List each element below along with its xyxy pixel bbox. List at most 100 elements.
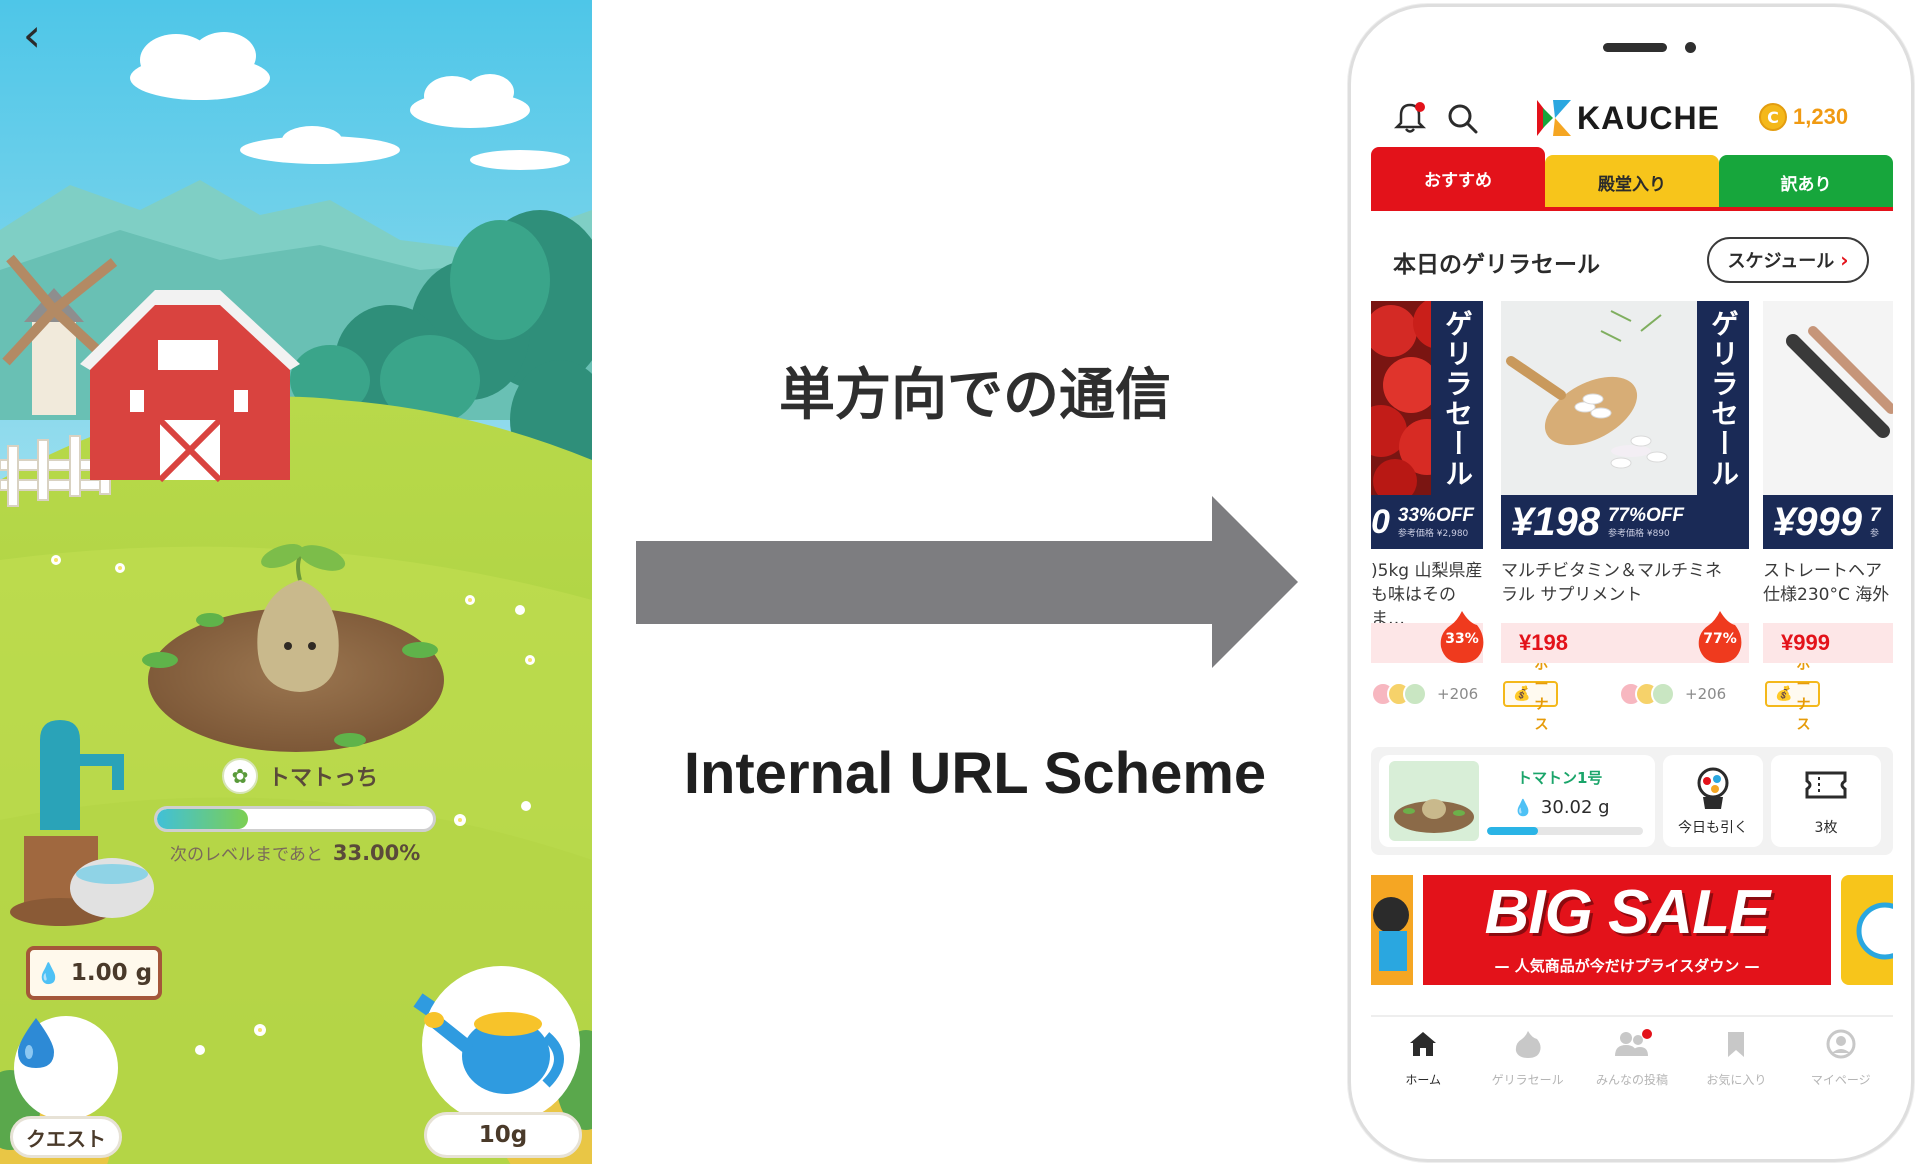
tab-underline (1371, 207, 1893, 211)
nav-label: お気に入り (1706, 1073, 1767, 1087)
nav-label: マイページ (1810, 1073, 1871, 1087)
discount-percent: 33% (1445, 631, 1479, 647)
level-caption: 次のレベルまであと (170, 845, 323, 865)
nav-item-guerrilla-sale[interactable]: ゲリラセール (1475, 1017, 1579, 1095)
section-title: 本日のゲリラセール (1393, 252, 1600, 278)
game-screen: ‹ ✿ トマトっち 次のレベルまであと 33.00% 💧 1.00 g クエスト (0, 0, 592, 1164)
banner-prev-peek[interactable] (1371, 875, 1413, 985)
schedule-label: スケジュール (1727, 251, 1835, 272)
guerrilla-sale-label: ゲリラセール (1431, 301, 1483, 497)
product-name-line-1: )5kg 山梨県産 (1371, 561, 1483, 581)
price-large: ¥999 (1773, 499, 1862, 544)
tomato-progress-bar (1487, 827, 1643, 835)
product-name-line-2: 仕様230°C 海外 (1763, 585, 1890, 605)
gacha-machine-icon (1697, 767, 1729, 809)
flame-icon (1440, 611, 1484, 663)
discount-flame-badge: 77% (1695, 609, 1745, 665)
app-header: KAUCHE C 1,230 (1371, 85, 1893, 149)
tomato-plant-name: トマトン1号 (1517, 769, 1603, 787)
product-price: ¥198 (1519, 630, 1568, 655)
farm-scene-illustration (0, 0, 592, 1164)
nav-item-home[interactable]: ホーム (1371, 1017, 1475, 1095)
price-band: 0 33%OFF 参考価格 ¥2,980 (1371, 495, 1483, 549)
participant-avatars (1371, 682, 1427, 706)
nav-label: みんなの投稿 (1595, 1073, 1668, 1087)
ticket-count: 3枚 (1814, 820, 1838, 836)
product-price: ¥999 (1781, 630, 1830, 655)
game-widgets: トマトン1号 💧 30.02 g 今日も引く (1371, 747, 1893, 855)
level-progress-fill (157, 809, 249, 829)
avatar (1651, 682, 1675, 706)
tomato-plant-widget[interactable]: トマトン1号 💧 30.02 g (1379, 755, 1655, 847)
phone-speaker (1603, 43, 1667, 52)
bonus-badge: 💰 ボーナス (1765, 657, 1821, 733)
level-progress-bar (154, 806, 436, 832)
price-large: 0 (1371, 502, 1390, 541)
watering-amount-label: 10g (424, 1112, 582, 1158)
discount-flame-badge: 33% (1437, 609, 1487, 665)
bell-icon[interactable] (1393, 101, 1427, 135)
flame-icon (1515, 1031, 1541, 1058)
url-scheme-label: Internal URL Scheme (683, 741, 1267, 806)
avatar (1403, 682, 1427, 706)
people-icon (1614, 1029, 1652, 1056)
nav-item-mypage[interactable]: マイページ (1789, 1017, 1893, 1095)
coin-icon: C (1759, 103, 1787, 131)
gacha-label: 今日も引く (1678, 820, 1748, 836)
ticket-icon (1805, 771, 1847, 799)
product-name-line-1: マルチビタミン＆マルチミネ (1501, 561, 1722, 581)
bonus-badge: 💰 ボーナス (1503, 657, 1559, 733)
participant-avatars (1619, 682, 1675, 706)
money-bag-icon: 💰 (1513, 686, 1531, 702)
clock-illustration-icon (1856, 902, 1893, 960)
product-name: ストレートヘア 仕様230°C 海外 (1763, 559, 1893, 607)
nav-label: ゲリラセール (1491, 1073, 1564, 1087)
price-band: ¥999 7 参 (1763, 495, 1893, 549)
tomato-plant-thumbnail (1389, 761, 1479, 841)
discount-off: 7 (1869, 504, 1881, 526)
sprout-icon: ✿ (222, 758, 258, 794)
search-icon[interactable] (1447, 103, 1479, 135)
product-card[interactable]: ゲリラセール ¥198 77%OFF 参考価格 ¥890 マルチビタミン＆マルチ… (1501, 301, 1821, 733)
watering-can-circle (422, 966, 580, 1124)
communication-title: 単方向での通信 (779, 363, 1171, 428)
product-card[interactable]: ¥999 7 参 ストレートヘア 仕様230°C 海外 ¥999 (1763, 301, 1893, 721)
schedule-button[interactable]: スケジュール › (1707, 237, 1869, 283)
nav-item-favorites[interactable]: お気に入り (1684, 1017, 1788, 1095)
gacha-widget[interactable]: 今日も引く (1663, 755, 1763, 847)
discount-off: 77%OFF (1607, 504, 1685, 526)
right-arrow-icon (636, 496, 1298, 668)
kauche-logo-text: KAUCHE (1577, 99, 1720, 136)
water-drop-icon (18, 1018, 54, 1068)
participant-count: +206 (1685, 685, 1727, 703)
kauche-logo-mark-icon (1537, 100, 1571, 136)
tab-outlet[interactable]: 訳あり (1719, 155, 1893, 209)
bottom-navigation: ホーム ゲリラセール みんなの投稿 (1371, 1015, 1893, 1095)
phone-camera (1685, 42, 1696, 53)
big-sale-banner[interactable]: BIG SALE — 人気商品が今だけプライスダウン — (1423, 875, 1831, 985)
nav-item-posts[interactable]: みんなの投稿 (1580, 1017, 1684, 1095)
back-chevron-icon[interactable]: ‹ (22, 8, 42, 62)
home-icon (1410, 1032, 1437, 1056)
quest-button[interactable]: クエスト (10, 1016, 122, 1158)
coin-balance[interactable]: C 1,230 (1759, 103, 1848, 131)
banner-character-illustration (1373, 897, 1409, 971)
level-percent: 33.00% (332, 841, 421, 865)
tab-hall-of-fame[interactable]: 殿堂入り (1545, 155, 1719, 209)
user-icon (1826, 1029, 1856, 1059)
level-progress-text: 次のレベルまであと 33.00% (170, 840, 420, 865)
product-card[interactable]: ゲリラセール 0 33%OFF 参考価格 ¥2,980 )5kg 山梨県産 も味… (1371, 301, 1559, 733)
product-name-line-1: ストレートヘア (1763, 561, 1882, 581)
price-band: ¥198 77%OFF 参考価格 ¥890 (1501, 495, 1749, 549)
tab-recommended[interactable]: おすすめ (1371, 147, 1545, 209)
banner-next-peek[interactable] (1841, 875, 1893, 985)
ticket-widget[interactable]: 3枚 (1771, 755, 1881, 847)
quest-label: クエスト (10, 1116, 122, 1158)
watering-can-button[interactable]: 10g (420, 966, 586, 1158)
big-sale-title: BIG SALE (1484, 878, 1771, 947)
coin-value: 1,230 (1793, 104, 1849, 129)
water-drop-icon: 💧 (1513, 798, 1533, 817)
guerrilla-sale-label: ゲリラセール (1697, 301, 1749, 497)
participants-row: +206 (1371, 679, 1478, 709)
participant-count: +206 (1437, 685, 1479, 703)
